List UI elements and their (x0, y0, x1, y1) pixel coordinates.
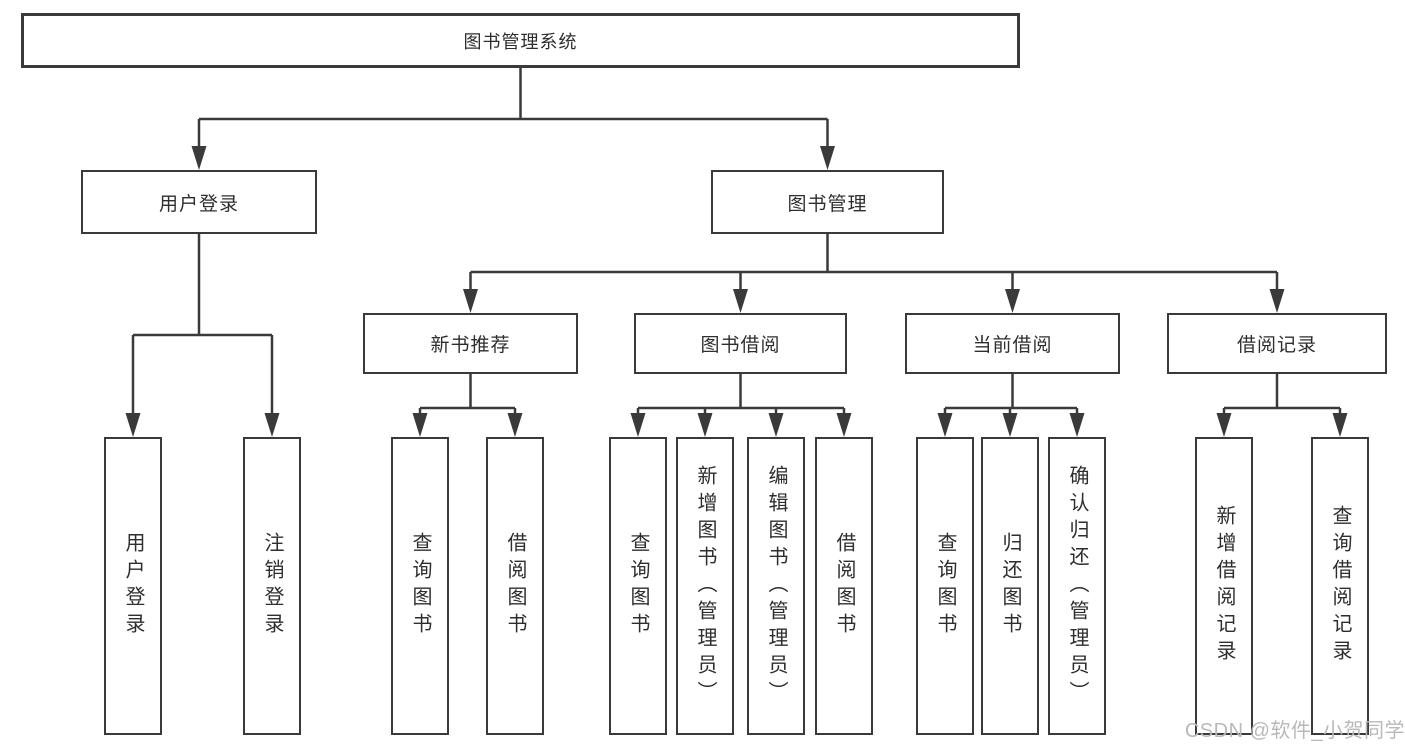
leaf-return-book-label: 归还图书 (999, 532, 1021, 640)
node-user-login: 用户登录 (81, 170, 317, 234)
leaf-current-query: 查询图书 (916, 437, 974, 735)
arrowhead (1269, 289, 1285, 313)
node-user-login-label: 用户登录 (158, 193, 239, 215)
connector-bookmgmt-level3 (469, 234, 1279, 292)
node-current-borrowing-label: 当前借阅 (972, 335, 1053, 356)
leaf-borrow-book-label: 借阅图书 (833, 532, 855, 640)
leaf-borrow-query-label: 查询图书 (627, 532, 649, 640)
arrowhead (1002, 413, 1018, 437)
arrowhead (125, 413, 141, 437)
arrowhead (820, 146, 835, 170)
csdn-watermark: CSDN @软件_小贺同学 (1184, 720, 1405, 742)
leaf-borrow-edit-book: 编辑图书（管理员） (747, 437, 805, 735)
leaf-borrow-add-book: 新增图书（管理员） (676, 437, 734, 735)
arrowhead (697, 413, 713, 437)
arrowhead (937, 413, 953, 437)
leaf-current-query-label: 查询图书 (934, 532, 956, 640)
leaf-query-record-label: 查询借阅记录 (1329, 505, 1351, 667)
leaf-newbook-query: 查询图书 (391, 437, 449, 735)
arrowhead (507, 413, 523, 437)
leaf-user-login-label: 用户登录 (122, 532, 144, 640)
node-book-management: 图书管理 (711, 170, 944, 234)
leaf-confirm-return-label: 确认归还（管理员） (1066, 464, 1088, 708)
connector-userlogin-leaves (131, 234, 274, 416)
node-book-borrowing-label: 图书借阅 (700, 335, 781, 356)
leaf-borrow-book: 借阅图书 (815, 437, 873, 735)
node-book-management-label: 图书管理 (787, 193, 868, 215)
leaf-confirm-return: 确认归还（管理员） (1048, 437, 1106, 735)
arrowhead (191, 146, 207, 170)
leaf-borrow-edit-book-label: 编辑图书（管理员） (765, 464, 787, 708)
leaf-add-record-label: 新增借阅记录 (1213, 505, 1235, 667)
arrowhead (1005, 289, 1020, 313)
arrowhead (412, 413, 428, 437)
arrowhead (768, 413, 784, 437)
arrowhead (1216, 413, 1232, 437)
arrowhead (1332, 413, 1348, 437)
arrowhead (836, 413, 852, 437)
leaf-newbook-borrow: 借阅图书 (486, 437, 544, 735)
node-borrowing-records: 借阅记录 (1167, 313, 1387, 374)
leaf-user-login: 用户登录 (104, 437, 162, 735)
arrowhead (264, 413, 280, 437)
leaf-return-book: 归还图书 (981, 437, 1039, 735)
node-root-label: 图书管理系统 (463, 31, 578, 52)
arrowhead (463, 289, 478, 313)
connector-newbook-leaves (418, 374, 517, 416)
leaf-borrow-add-book-label: 新增图书（管理员） (694, 464, 716, 708)
node-new-book-recommend-label: 新书推荐 (430, 335, 511, 356)
arrowhead (733, 289, 748, 313)
leaf-query-record: 查询借阅记录 (1311, 437, 1369, 735)
arrowhead (1069, 413, 1085, 437)
node-book-borrowing: 图书借阅 (634, 313, 847, 374)
leaf-logout: 注销登录 (243, 437, 301, 735)
connector-borrow-leaves (636, 374, 846, 416)
leaf-borrow-query: 查询图书 (609, 437, 667, 735)
node-root: 图书管理系统 (21, 13, 1020, 68)
arrowheads (125, 146, 1348, 437)
node-current-borrowing: 当前借阅 (905, 313, 1120, 374)
node-new-book-recommend: 新书推荐 (363, 313, 578, 374)
leaf-newbook-query-label: 查询图书 (409, 532, 431, 640)
arrowhead (630, 413, 646, 437)
leaf-newbook-borrow-label: 借阅图书 (504, 532, 526, 640)
connector-current-leaves (943, 374, 1079, 416)
node-borrowing-records-label: 借阅记录 (1236, 335, 1317, 356)
leaf-logout-label: 注销登录 (261, 532, 283, 640)
connector-records-leaves (1222, 374, 1342, 416)
connector-root-level2 (197, 68, 829, 150)
leaf-add-record: 新增借阅记录 (1195, 437, 1253, 735)
